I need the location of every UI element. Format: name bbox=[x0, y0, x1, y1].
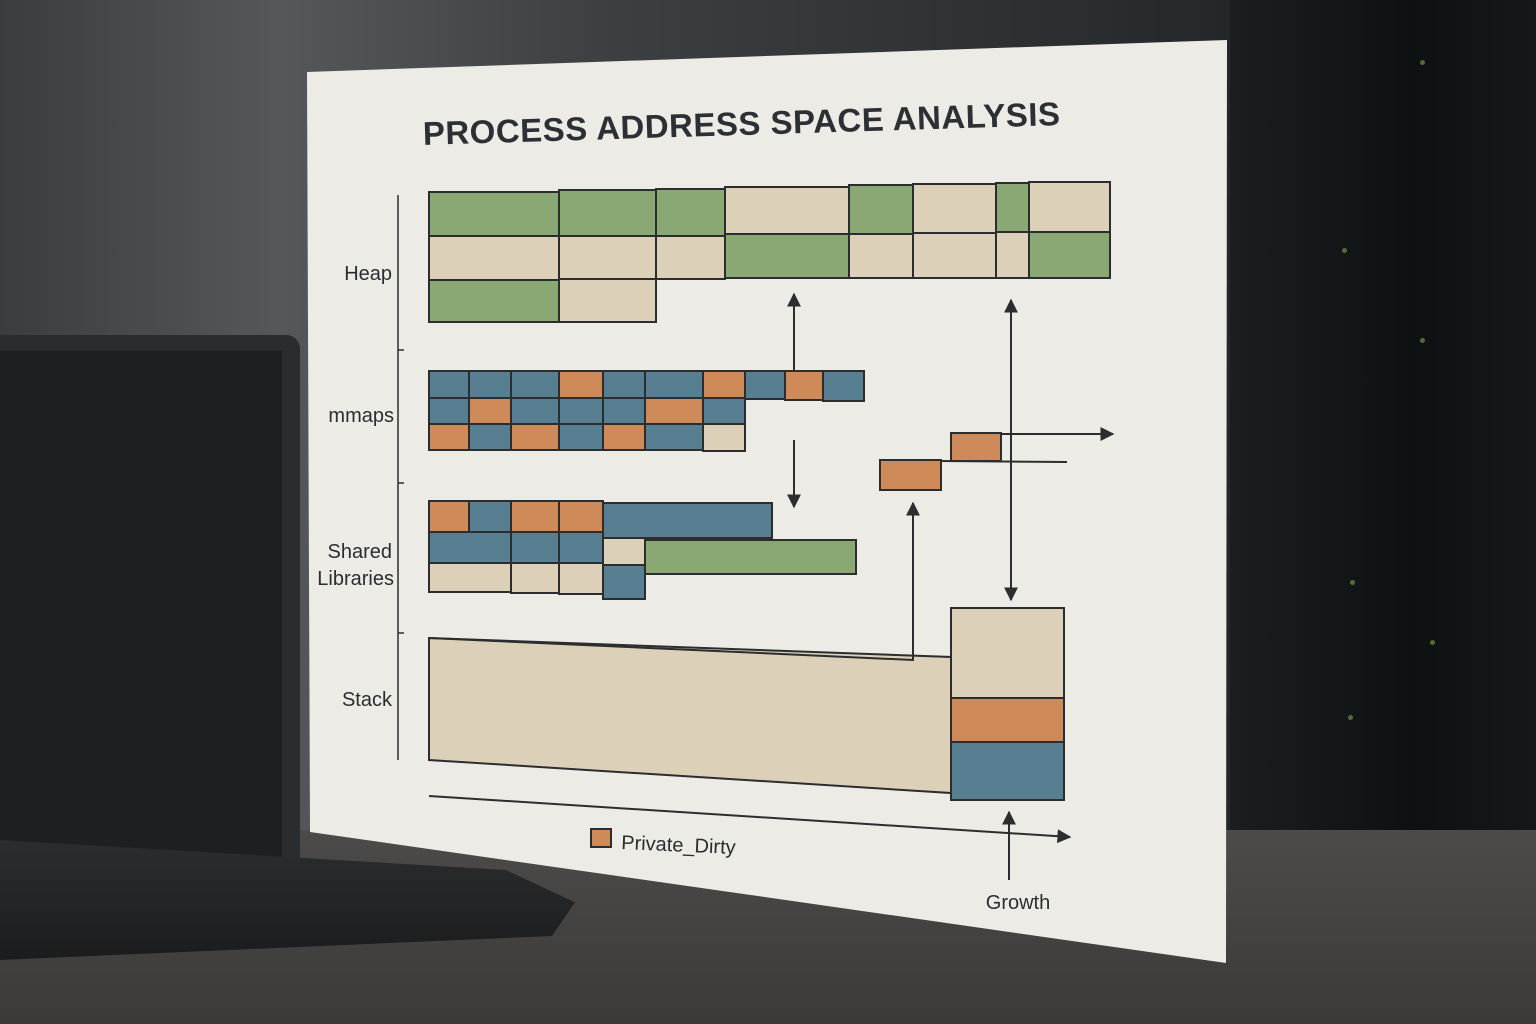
stepped-block bbox=[950, 432, 1002, 462]
heap-cell bbox=[724, 186, 850, 237]
arrow-stack-to-steps bbox=[428, 501, 920, 662]
shared-lib-cell bbox=[644, 539, 857, 575]
shared-lib-cell bbox=[558, 562, 604, 595]
mmap-cell bbox=[644, 397, 704, 425]
shared-lib-cell bbox=[558, 531, 604, 564]
heap-cell bbox=[912, 183, 997, 234]
mmap-cell bbox=[468, 370, 512, 399]
mmap-cell bbox=[744, 370, 786, 400]
shared-lib-cell bbox=[558, 500, 604, 533]
stepped-block bbox=[879, 459, 942, 491]
mmap-cell bbox=[558, 397, 604, 425]
label-shared-libraries-line1: Shared bbox=[328, 541, 393, 563]
mmap-cell bbox=[510, 397, 560, 425]
mmap-cell bbox=[822, 370, 865, 402]
heap-cell bbox=[995, 182, 1030, 233]
section-axis bbox=[397, 195, 404, 760]
mmap-cell bbox=[702, 397, 746, 425]
heap-cell bbox=[428, 279, 560, 323]
label-mmaps: mmaps bbox=[328, 405, 394, 427]
legend-label-private-dirty: Private_Dirty bbox=[621, 832, 736, 859]
heap-cell bbox=[558, 235, 657, 280]
heap-cell bbox=[995, 231, 1030, 279]
mmap-cell bbox=[468, 397, 512, 425]
mmap-cell bbox=[558, 423, 604, 451]
heap-cell bbox=[428, 191, 560, 237]
label-shared-libraries-line2: Libraries bbox=[317, 568, 394, 590]
shared-lib-cell bbox=[428, 500, 470, 533]
shared-lib-cell bbox=[510, 562, 560, 594]
legend-swatch-private-dirty bbox=[590, 828, 612, 848]
mmap-cell bbox=[510, 370, 560, 399]
mmap-cell bbox=[602, 397, 646, 425]
shared-lib-cell bbox=[510, 500, 560, 533]
mmap-cell bbox=[558, 370, 604, 399]
mmaps-block bbox=[428, 370, 865, 452]
mmap-cell bbox=[644, 370, 704, 399]
mmap-cell bbox=[644, 423, 704, 451]
heap-cell bbox=[848, 184, 914, 235]
heap-cell bbox=[912, 232, 997, 279]
mmap-cell bbox=[510, 423, 560, 451]
stack-block bbox=[428, 607, 1065, 801]
heap-cell bbox=[428, 235, 560, 281]
arrows bbox=[428, 292, 1072, 880]
laptop-screen bbox=[0, 335, 300, 875]
heap-cell bbox=[558, 189, 657, 237]
heap-cell bbox=[558, 278, 657, 323]
mmap-cell bbox=[428, 397, 470, 425]
legend: Private_Dirty bbox=[590, 828, 736, 859]
shared-lib-cell bbox=[428, 562, 512, 593]
heap-cell bbox=[1028, 181, 1111, 233]
stack-column-blue bbox=[950, 741, 1065, 801]
heap-block bbox=[428, 181, 1111, 323]
shared-lib-cell bbox=[510, 531, 560, 564]
mmap-cell bbox=[428, 423, 470, 451]
mmap-cell bbox=[602, 370, 646, 399]
heap-cell bbox=[1028, 231, 1111, 279]
mmap-cell bbox=[702, 423, 746, 452]
heap-cell bbox=[848, 233, 914, 279]
heap-cell bbox=[655, 235, 726, 280]
stack-column-beige bbox=[950, 607, 1065, 699]
heap-cell bbox=[724, 233, 850, 279]
shared-lib-cell bbox=[602, 564, 646, 600]
stack-column-orange bbox=[950, 697, 1065, 743]
label-heap: Heap bbox=[344, 263, 392, 285]
heap-cell bbox=[655, 188, 726, 237]
mmap-cell bbox=[784, 370, 824, 401]
mmap-cell bbox=[428, 370, 470, 399]
stepped-blocks bbox=[879, 427, 1115, 491]
growth-label: Growth bbox=[986, 892, 1050, 914]
mmap-cell bbox=[468, 423, 512, 451]
label-stack: Stack bbox=[342, 689, 393, 711]
shared-lib-cell bbox=[468, 500, 512, 533]
shared-lib-cell bbox=[428, 531, 512, 564]
shared-libraries-block bbox=[428, 500, 857, 600]
shared-lib-cell bbox=[602, 502, 773, 539]
shared-lib-cell bbox=[602, 537, 646, 566]
mmap-cell bbox=[602, 423, 646, 451]
mmap-cell bbox=[702, 370, 746, 399]
baseline-axis bbox=[428, 795, 1072, 844]
